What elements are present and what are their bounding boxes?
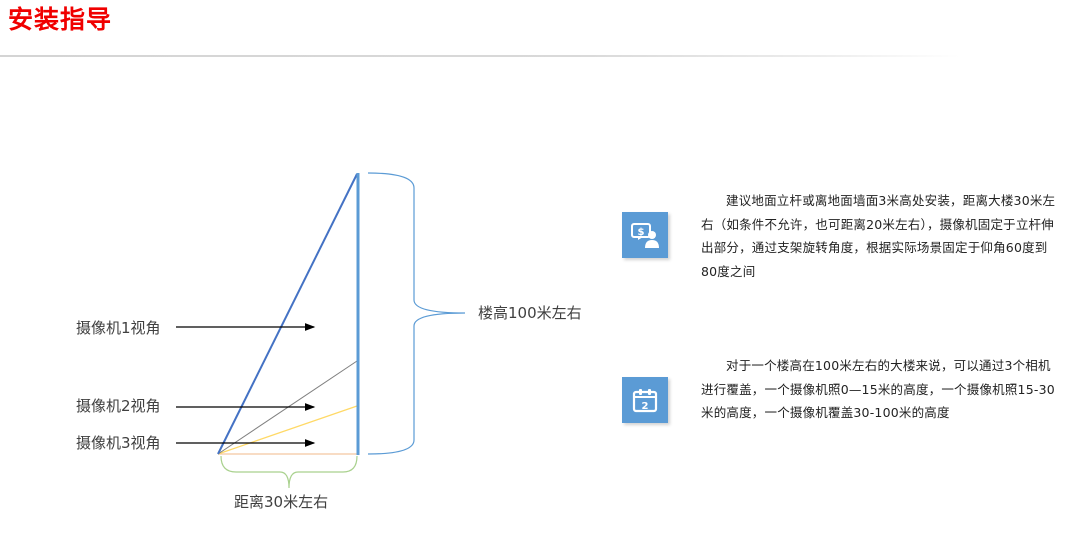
camera1-view-line [217,173,358,455]
camera2-label: 摄像机2视角 [76,397,161,415]
install-advice-text: 建议地面立杆或离地面墙面3米高处安装，距离大楼30米左右（如条件不允许，也可距离… [701,193,1056,279]
camera3-view-line [217,405,358,455]
distance-brace [220,455,358,489]
coverage-explanation-text: 对于一个楼高在100米左右的大楼来说，可以通过3个相机进行覆盖，一个摄像机照0—… [701,358,1055,420]
monitor-dollar-user-icon: $ [622,212,668,258]
title-divider [0,55,960,57]
page-title: 安装指导 [8,5,113,34]
camera3-label: 摄像机3视角 [76,434,161,452]
svg-text:2: 2 [642,401,649,412]
camera1-label: 摄像机1视角 [76,319,161,337]
svg-text:$: $ [638,227,645,238]
camera-coverage-diagram: 摄像机1视角 摄像机2视角 摄像机3视角 楼高100米左右 距离30米左右 [76,172,582,511]
calendar-icon: 2 [622,377,668,423]
distance-label: 距离30米左右 [234,493,329,511]
building-height-label: 楼高100米左右 [478,304,582,322]
diagram-graphic [176,172,466,489]
height-brace [367,172,466,455]
